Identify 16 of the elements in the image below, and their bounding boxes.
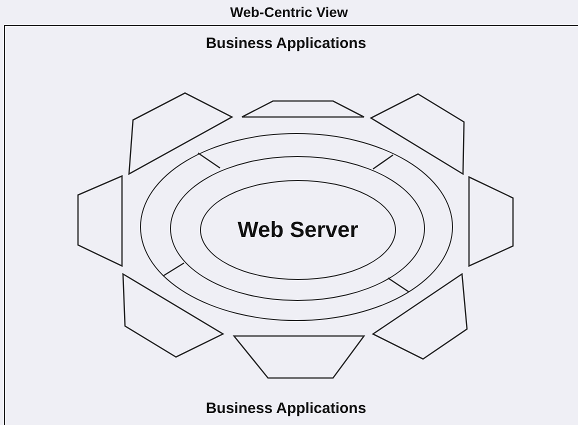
trapezoid-shape — [241, 100, 365, 118]
trapezoid-shape — [122, 273, 224, 358]
trapezoid-shape — [77, 175, 123, 267]
section-heading: Business Applications — [206, 36, 366, 52]
trapezoid-shape — [370, 93, 465, 175]
ring-ellipse — [170, 156, 425, 301]
node-label: Web Server — [238, 218, 358, 242]
frame-box — [4, 25, 578, 425]
ring-ellipse — [140, 133, 453, 321]
trapezoid-shape — [468, 176, 514, 267]
trapezoid-shape — [128, 92, 233, 175]
trapezoid-shape — [372, 273, 468, 360]
trapezoid-shape — [233, 335, 365, 379]
diagram-title: Web-Centric View — [230, 5, 348, 20]
server-ellipse — [200, 180, 396, 280]
section-heading: Business Applications — [206, 401, 366, 418]
